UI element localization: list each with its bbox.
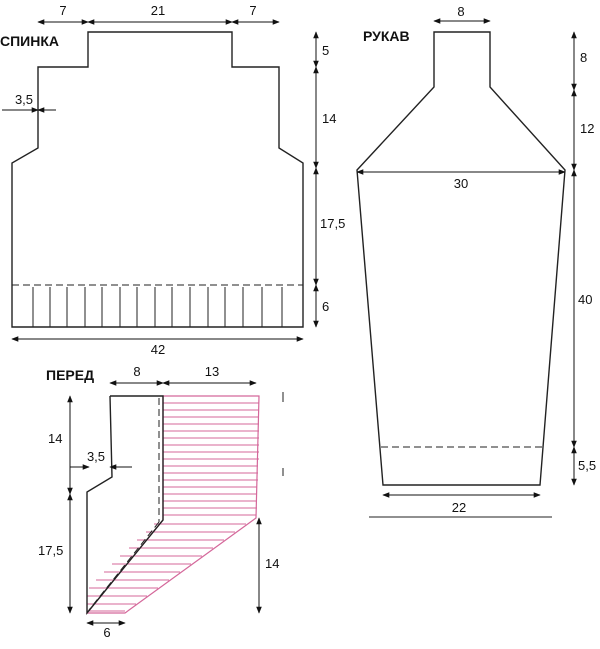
sleeve-top-height-label: 8 — [580, 50, 587, 65]
front-diagonal-line — [88, 521, 160, 611]
front-title: ПЕРЕД — [46, 367, 94, 383]
back-piece: СПИНКА 7 21 7 3,5 — [0, 3, 345, 357]
back-shoulder-right-label: 7 — [249, 3, 256, 18]
front-outline — [86, 395, 164, 615]
back-shoulder-left-label: 7 — [59, 3, 66, 18]
back-width-label: 42 — [151, 342, 165, 357]
back-rib-height-label: 6 — [322, 299, 329, 314]
back-body-height-label: 17,5 — [320, 216, 345, 231]
front-armhole-inset-label: 3,5 — [87, 449, 105, 464]
front-shoulder-label: 8 — [133, 364, 140, 379]
sleeve-title: РУКАВ — [363, 28, 410, 44]
back-armhole-inset-label: 3,5 — [15, 92, 33, 107]
back-neck-label: 21 — [151, 3, 165, 18]
front-neck-depth-label: 14 — [265, 556, 279, 571]
back-rib-stripes — [32, 287, 283, 327]
front-armhole-height-label: 14 — [48, 431, 62, 446]
sleeve-upper-width-label: 30 — [454, 176, 468, 191]
front-rib-width-label: 6 — [103, 625, 110, 640]
front-piece: ПЕРЕД — [38, 364, 284, 640]
back-shoulder-height-label: 5 — [322, 43, 329, 58]
front-neck-hatch — [87, 395, 259, 612]
back-outline — [11, 31, 304, 328]
sleeve-length-label: 40 — [578, 292, 592, 307]
sleeve-cuff-height-label: 5,5 — [578, 458, 596, 473]
sleeve-top-width-label: 8 — [457, 4, 464, 19]
back-armhole-height-label: 14 — [322, 111, 336, 126]
sleeve-cuff-width-label: 22 — [452, 500, 466, 515]
sleeve-outline — [356, 31, 566, 486]
sleeve-cap-height-label: 12 — [580, 121, 594, 136]
front-neck-width-label: 13 — [205, 364, 219, 379]
back-title: СПИНКА — [0, 33, 59, 49]
sleeve-piece: РУКАВ 8 30 8 12 40 5,5 22 — [356, 4, 596, 518]
front-body-height-label: 17,5 — [38, 543, 63, 558]
